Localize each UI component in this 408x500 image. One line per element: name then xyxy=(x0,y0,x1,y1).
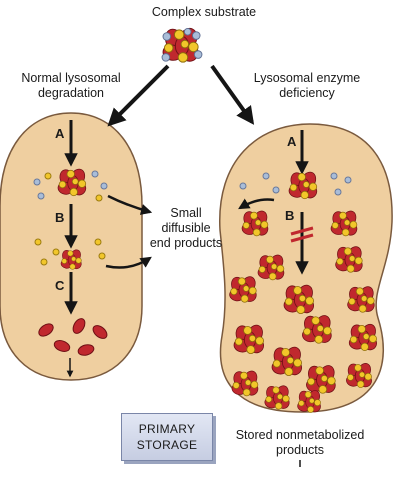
stored-substrate-cluster xyxy=(241,210,269,237)
stored-substrate-cluster xyxy=(231,370,259,397)
normal-degradation-heading: Normal lysosomal degradation xyxy=(2,71,140,101)
stored-substrate-cluster xyxy=(229,276,257,303)
left-substrate-cluster xyxy=(57,168,87,197)
stored-substrate-cluster xyxy=(257,254,285,281)
normal-degradation-line-1: Normal lysosomal xyxy=(21,71,121,85)
primary-storage-box: PRIMARY STORAGE xyxy=(121,413,213,461)
stored-substrate-cluster xyxy=(330,210,358,237)
stored-substrate-cluster xyxy=(306,365,336,394)
right-step-a: A xyxy=(287,134,297,149)
normal-degradation-line-2: degradation xyxy=(37,86,105,100)
enzyme-deficiency-line-1: Lysosomal enzyme xyxy=(253,71,361,85)
left-step-a: A xyxy=(55,126,65,141)
stored-substrate-cluster xyxy=(271,346,303,377)
stored-substrate-cluster xyxy=(233,324,265,355)
stored-substrate-cluster xyxy=(335,246,363,273)
arrow-to-deficiency xyxy=(210,64,255,125)
primary-storage-line-1: PRIMARY xyxy=(138,422,196,436)
end-products-label: Small diffusible end products xyxy=(138,206,234,251)
complex-substrate-icon xyxy=(161,27,203,63)
enzyme-deficiency-heading: Lysosomal enzyme deficiency xyxy=(232,71,382,101)
right-step-b: B xyxy=(285,208,294,223)
stored-substrate-cluster xyxy=(347,286,375,313)
degraded-fragments xyxy=(38,318,108,356)
partial-cluster xyxy=(60,249,82,270)
arrow-to-end-products-1 xyxy=(107,194,153,215)
block-mark-icon xyxy=(290,226,314,243)
left-scattered-dots xyxy=(33,170,108,266)
stored-substrate-cluster xyxy=(283,284,315,315)
stored-products-line-2: products xyxy=(276,443,324,457)
diagram-title: Complex substrate xyxy=(151,5,257,19)
right-substrate-cluster xyxy=(288,171,318,200)
left-step-c: C xyxy=(55,278,65,293)
end-products-line-3: end products xyxy=(149,236,223,250)
end-products-line-2: diffusible xyxy=(161,221,211,235)
right-scattered-dots xyxy=(239,172,352,196)
stored-substrate-cluster xyxy=(302,315,332,344)
stored-substrate-cluster xyxy=(264,385,290,410)
left-step-b: B xyxy=(55,210,64,225)
arrow-to-end-products-2 xyxy=(105,256,152,269)
stored-substrate-cluster xyxy=(297,390,321,413)
stored-substrate-cluster xyxy=(346,363,372,388)
enzyme-deficiency-line-2: deficiency xyxy=(279,86,335,100)
stored-products-label: Stored nonmetabolized products xyxy=(222,428,378,458)
stored-clusters xyxy=(229,210,377,413)
arrow-from-deficient-to-end-products xyxy=(238,198,275,210)
primary-storage-line-2: STORAGE xyxy=(136,438,198,452)
arrow-to-normal xyxy=(107,64,170,127)
end-products-line-1: Small xyxy=(170,206,202,220)
stored-substrate-cluster xyxy=(348,323,377,351)
stored-products-line-1: Stored nonmetabolized xyxy=(235,428,365,442)
